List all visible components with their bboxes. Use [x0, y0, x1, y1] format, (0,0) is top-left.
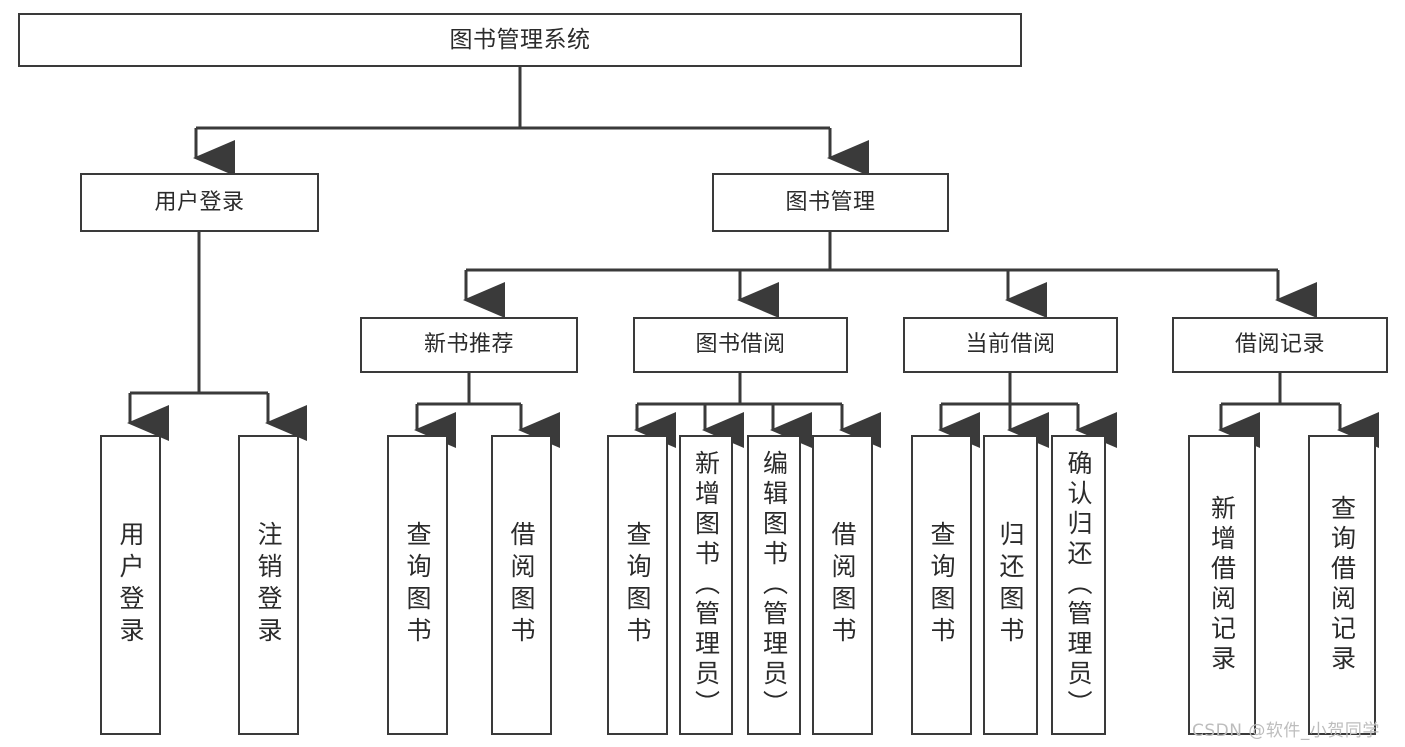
- node-borrow-record[interactable]: 借阅记录: [1172, 317, 1388, 373]
- leaf-edit-book-admin[interactable]: 编辑图书（管理员）: [747, 435, 801, 735]
- csdn-watermark: CSDN @软件_小贺同学: [1192, 721, 1380, 741]
- leaf-query-book-current[interactable]: 查询图书: [911, 435, 972, 735]
- leaf-borrow-book-recommend[interactable]: 借阅图书: [491, 435, 552, 735]
- node-label: 查询图书: [927, 521, 956, 649]
- node-label: 借阅记录: [1234, 332, 1325, 358]
- node-label: 用户登录: [116, 521, 145, 649]
- leaf-logout-login[interactable]: 注销登录: [238, 435, 299, 735]
- node-label: 查询图书: [403, 521, 432, 649]
- node-label: 图书借阅: [695, 332, 786, 358]
- leaf-add-borrow-record[interactable]: 新增借阅记录: [1188, 435, 1256, 735]
- leaf-user-login[interactable]: 用户登录: [100, 435, 161, 735]
- node-book-management[interactable]: 图书管理: [712, 173, 949, 232]
- node-user-login[interactable]: 用户登录: [80, 173, 319, 232]
- node-label: 归还图书: [996, 521, 1025, 649]
- leaf-query-borrow-record[interactable]: 查询借阅记录: [1308, 435, 1376, 735]
- node-label: 确认归还（管理员）: [1064, 450, 1093, 720]
- node-label: 当前借阅: [965, 332, 1056, 358]
- leaf-confirm-return-admin[interactable]: 确认归还（管理员）: [1051, 435, 1106, 735]
- node-label: 图书管理: [785, 189, 876, 215]
- leaf-return-book[interactable]: 归还图书: [983, 435, 1038, 735]
- leaf-query-book-borrow[interactable]: 查询图书: [607, 435, 668, 735]
- node-label: 注销登录: [254, 521, 283, 649]
- node-label: 借阅图书: [828, 521, 857, 649]
- node-book-borrow[interactable]: 图书借阅: [633, 317, 848, 373]
- node-new-book-recommend[interactable]: 新书推荐: [360, 317, 578, 373]
- node-label: 编辑图书（管理员）: [759, 450, 789, 720]
- leaf-query-book-recommend[interactable]: 查询图书: [387, 435, 448, 735]
- node-label: 新书推荐: [423, 332, 514, 358]
- node-label: 查询借阅记录: [1327, 495, 1357, 675]
- node-label: 用户登录: [154, 189, 245, 215]
- node-label: 图书管理系统: [449, 26, 591, 53]
- node-current-borrow[interactable]: 当前借阅: [903, 317, 1118, 373]
- node-label: 新增图书（管理员）: [691, 450, 721, 720]
- node-root-book-management-system[interactable]: 图书管理系统: [18, 13, 1022, 67]
- node-label: 借阅图书: [507, 521, 536, 649]
- node-label: 新增借阅记录: [1207, 495, 1237, 675]
- node-label: 查询图书: [623, 521, 652, 649]
- leaf-borrow-book[interactable]: 借阅图书: [812, 435, 873, 735]
- leaf-add-book-admin[interactable]: 新增图书（管理员）: [679, 435, 733, 735]
